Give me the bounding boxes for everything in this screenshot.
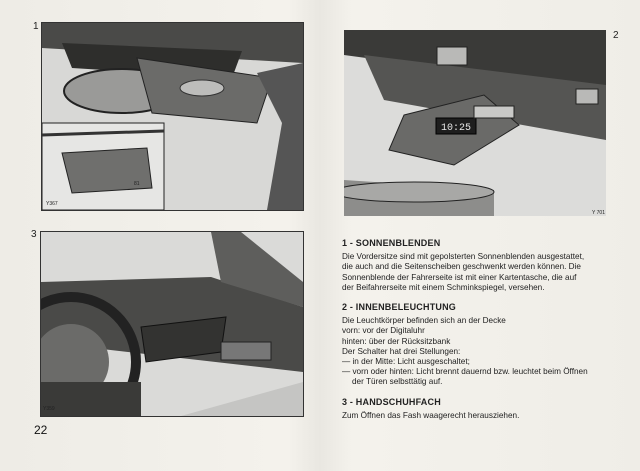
text-line: der Türen selbsttätig auf.: [352, 377, 443, 387]
figure-3-code: Y359: [43, 406, 55, 412]
section-heading-innenbeleuchtung: 2 - INNENBELEUCHTUNG: [342, 302, 457, 313]
figure-1-code: Y367: [46, 201, 58, 207]
text-line: der Beifahrerseite mit einem Schminkspie…: [342, 282, 545, 292]
figure-1-code2: 81: [134, 181, 140, 187]
figure-2-number: 2: [613, 30, 619, 41]
text-line: Der Schalter hat drei Stellungen:: [342, 346, 461, 356]
section-body-innenbeleuchtung: Die Leuchtkörper befinden sich an der De…: [342, 316, 614, 387]
text-line: — vorn oder hinten: Licht brennt dauernd…: [342, 367, 588, 377]
figure-2-interior-light: 10:25 Y 701: [344, 30, 606, 216]
clock-display: 10:25: [441, 123, 471, 134]
figure-3-illustration: [41, 232, 303, 416]
figure-3-glovebox: Y359: [40, 231, 304, 417]
text-line: Die Vordersitze sind mit gepolsterten So…: [342, 252, 585, 262]
text-line: Sonnenblende der Fahrerseite ist mit ein…: [342, 272, 577, 282]
section-body-handschuhfach: Zum Öffnen das Fash waagerecht herauszie…: [342, 411, 614, 421]
text-column: 1 - SONNENBLENDEN Die Vordersitze sind m…: [342, 238, 614, 425]
figure-2-code: Y 701: [592, 210, 605, 216]
figure-3-number: 3: [31, 229, 37, 240]
text-line: Zum Öffnen das Fash waagerecht herauszie…: [342, 410, 520, 420]
figure-1-number: 1: [33, 21, 39, 32]
text-line: die auch and die Seitenscheiben geschwen…: [342, 262, 581, 272]
figure-1-sun-visors: Y367 81: [41, 22, 304, 211]
figure-1-illustration: [42, 23, 303, 210]
section-body-sonnenblenden: Die Vordersitze sind mit gepolsterten So…: [342, 252, 614, 293]
text-line: Die Leuchtkörper befinden sich an der De…: [342, 316, 506, 326]
figure-2-illustration: 10:25: [344, 30, 606, 216]
text-line: vorn: vor der Digitaluhr: [342, 326, 425, 336]
text-line: — in der Mitte: Licht ausgeschaltet;: [342, 357, 470, 367]
section-heading-handschuhfach: 3 - HANDSCHUHFACH: [342, 396, 441, 407]
text-line: hinten: über der Rücksitzbank: [342, 336, 451, 346]
section-heading-sonnenblenden: 1 - SONNENBLENDEN: [342, 238, 441, 248]
page-number: 22: [34, 423, 48, 437]
